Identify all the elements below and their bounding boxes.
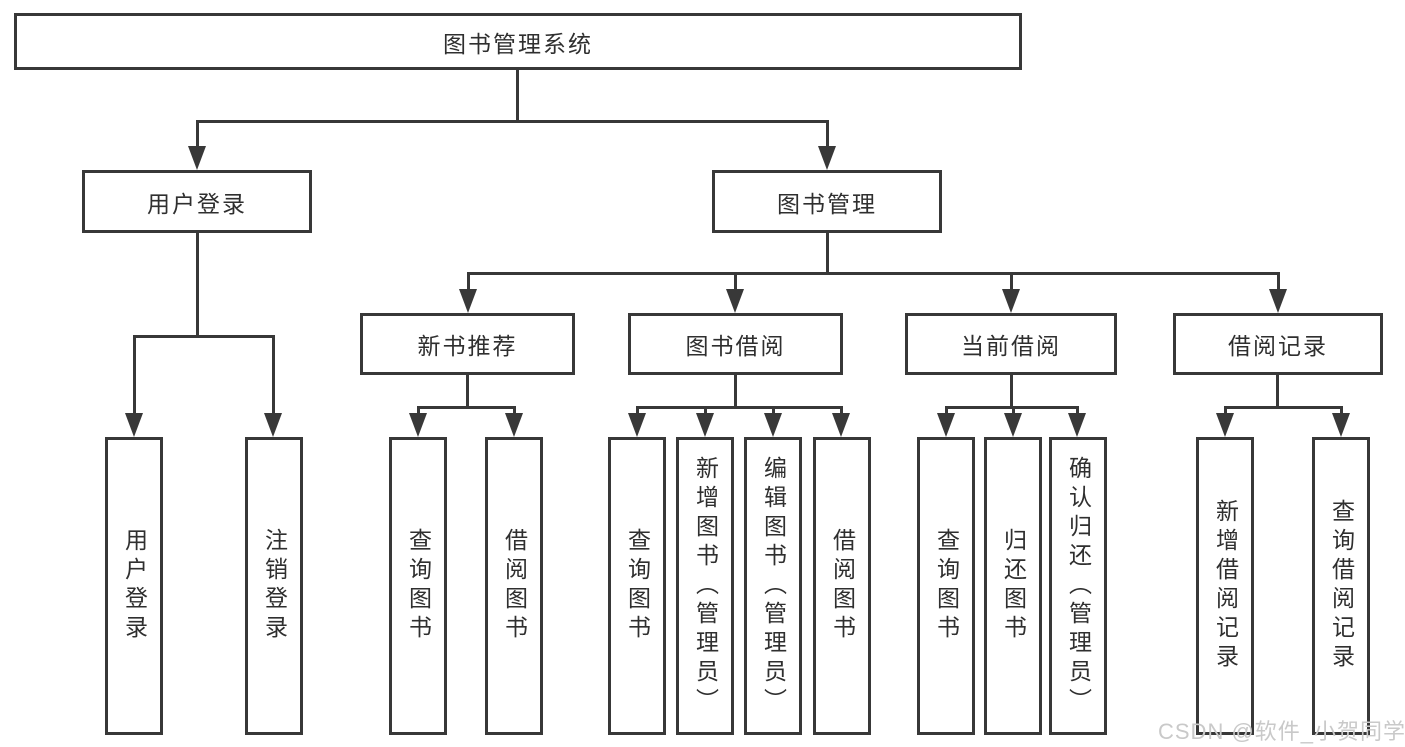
- connector-book-borrow-drop: [734, 375, 737, 406]
- arrow-to-user-login: [188, 146, 206, 170]
- arrow-to-book-mgmt: [818, 146, 836, 170]
- arrow-to-d2: [1004, 413, 1022, 437]
- connector-borrow-records-drop: [1276, 375, 1279, 406]
- arrow-to-new-rec: [459, 289, 477, 313]
- arrow-to-d1: [937, 413, 955, 437]
- connector-new-rec-drop: [466, 375, 469, 406]
- connector-stem-user-login: [196, 120, 199, 152]
- leaf-return-books: 归还图书: [984, 437, 1042, 735]
- connector-book-mgmt-branch: [467, 272, 1279, 275]
- arrow-to-login-leaf: [125, 413, 143, 437]
- leaf-borrow-books: 借阅图书: [813, 437, 871, 735]
- arrow-to-e1: [1216, 413, 1234, 437]
- csdn-watermark: CSDN @软件_小贺同学: [1158, 719, 1405, 744]
- leaf-add-books-admin: 新增图书（管理员）: [676, 437, 734, 735]
- connector-stem-login-leaf: [133, 335, 136, 418]
- connector-stem-new-rec: [467, 272, 470, 292]
- connector-book-borrow-branch: [636, 406, 843, 409]
- leaf-add-borrow-record: 新增借阅记录: [1196, 437, 1254, 735]
- arrow-to-c4: [832, 413, 850, 437]
- connector-user-login-branch: [133, 335, 274, 338]
- arrow-to-b1: [409, 413, 427, 437]
- leaf-confirm-return-admin: 确认归还（管理员）: [1049, 437, 1107, 735]
- connector-borrow-records-branch: [1224, 406, 1342, 409]
- leaf-query-borrow-record: 查询借阅记录: [1312, 437, 1370, 735]
- connector-stem-current-borrow: [1010, 272, 1013, 292]
- arrow-to-c2: [696, 413, 714, 437]
- arrow-to-b2: [505, 413, 523, 437]
- connector-stem-book-mgmt: [826, 120, 829, 152]
- arrow-to-d3: [1068, 413, 1086, 437]
- leaf-edit-books-admin: 编辑图书（管理员）: [744, 437, 802, 735]
- node-user-login: 用户登录: [82, 170, 312, 233]
- node-borrowing-records: 借阅记录: [1173, 313, 1383, 375]
- arrow-to-c3: [764, 413, 782, 437]
- arrow-to-c1: [628, 413, 646, 437]
- connector-book-mgmt-drop: [826, 233, 829, 272]
- connector-current-borrow-drop: [1010, 375, 1013, 406]
- node-current-borrowing: 当前借阅: [905, 313, 1117, 375]
- connector-stem-logout-leaf: [272, 335, 275, 418]
- arrow-to-e2: [1332, 413, 1350, 437]
- arrow-to-borrow-records: [1269, 289, 1287, 313]
- connector-root-drop: [516, 70, 519, 120]
- connector-user-login-drop: [196, 233, 199, 335]
- connector-stem-borrow-records: [1277, 272, 1280, 292]
- arrow-to-book-borrow: [726, 289, 744, 313]
- node-book-management: 图书管理: [712, 170, 942, 233]
- leaf-query-books-borrowing: 查询图书: [608, 437, 666, 735]
- leaf-logout: 注销登录: [245, 437, 303, 735]
- arrow-to-logout-leaf: [264, 413, 282, 437]
- arrow-to-current-borrow: [1002, 289, 1020, 313]
- connector-new-rec-branch: [417, 406, 515, 409]
- leaf-query-books-current: 查询图书: [917, 437, 975, 735]
- node-new-book-recommend: 新书推荐: [360, 313, 575, 375]
- connector-stem-book-borrow: [734, 272, 737, 292]
- node-book-borrowing: 图书借阅: [628, 313, 843, 375]
- leaf-user-login: 用户登录: [105, 437, 163, 735]
- leaf-query-books-recommend: 查询图书: [389, 437, 447, 735]
- connector-root-branch: [196, 120, 829, 123]
- leaf-borrow-books-recommend: 借阅图书: [485, 437, 543, 735]
- node-library-management-system: 图书管理系统: [14, 13, 1022, 70]
